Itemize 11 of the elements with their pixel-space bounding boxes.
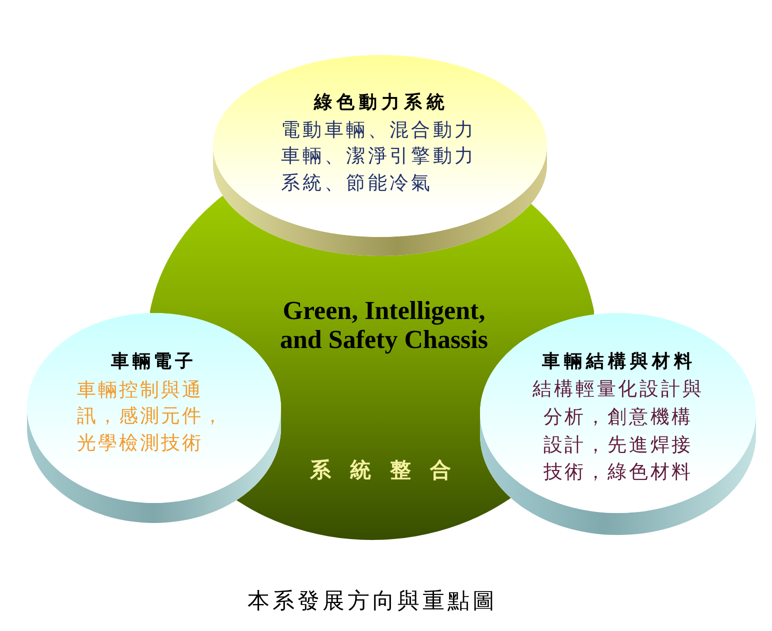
circle-heading: Green, Intelligent, and Safety Chassis xyxy=(278,296,490,354)
circle-label: 系統整合 xyxy=(310,457,470,483)
caption: 本系發展方向與重點圖 xyxy=(248,588,498,616)
disk-text: 結構輕量化設計與分析，創意機構設計，先進焊接技術，綠色材料 xyxy=(532,377,704,486)
disk-heading: 車輛結構與材料 xyxy=(542,350,696,374)
topic-disk xyxy=(27,313,281,523)
topic-disk xyxy=(213,55,547,256)
disk-heading: 綠色動力系統 xyxy=(314,91,449,115)
disk-text: 電動車輛、混合動力車輛、潔淨引擎動力系統、節能冷氣 xyxy=(281,118,476,196)
disk-text: 車輛控制與通訊，感測元件，光學檢測技術 xyxy=(77,378,224,456)
disk-heading: 車輛電子 xyxy=(111,350,196,374)
